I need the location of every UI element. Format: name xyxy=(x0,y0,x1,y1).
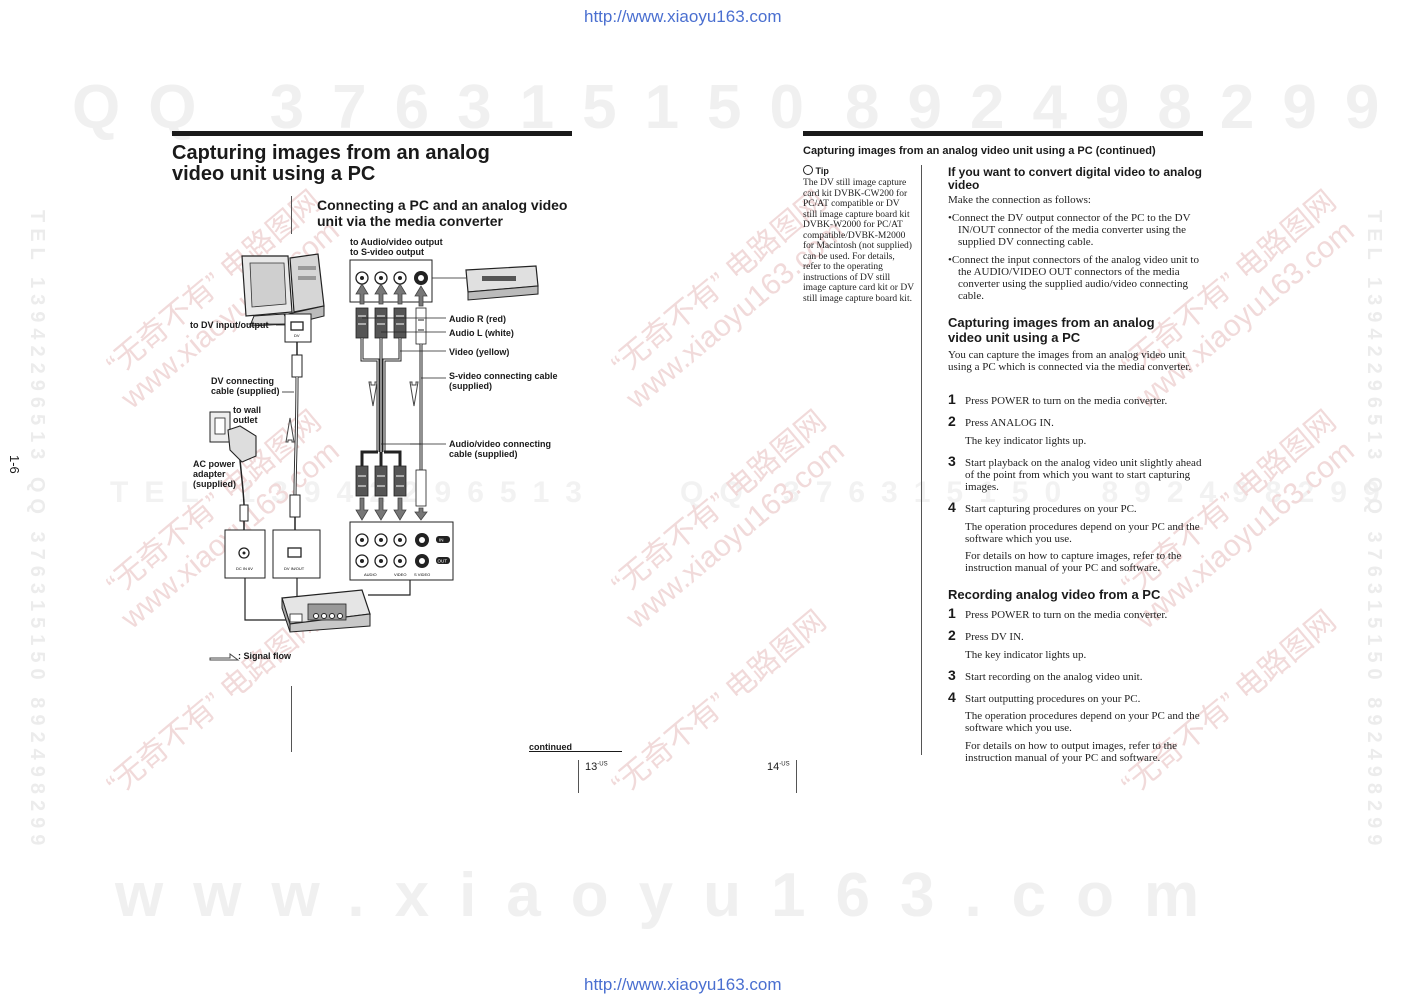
page-13-rule xyxy=(578,760,579,793)
column-divider-bottom xyxy=(291,686,292,752)
capture-step-3-number: 3 xyxy=(948,453,956,469)
record-step-1-number: 1 xyxy=(948,605,956,621)
dv-port-label: DV xyxy=(294,333,300,338)
label-av-output: to Audio/video output to S-video output xyxy=(350,237,443,257)
running-header: Capturing images from an analog video un… xyxy=(803,145,1156,157)
watermark-www-bottom: www.xiaoyu163.com xyxy=(115,861,1230,930)
watermark-qq-right: 892498299 xyxy=(845,73,1404,142)
pc-computer-icon xyxy=(241,253,325,327)
record-step-3-number: 3 xyxy=(948,667,956,683)
tip-heading: Tip xyxy=(803,165,829,176)
section-record-title: Recording analog video from a PC xyxy=(948,587,1161,602)
audio-jack-label: AUDIO xyxy=(364,572,377,577)
media-converter-icon xyxy=(281,589,371,633)
page-title: Capturing images from an analog video un… xyxy=(172,142,490,185)
section-subtitle: Connecting a PC and an analog video unit… xyxy=(317,197,568,229)
watermark-side-right: TEL 13942296513 QQ 376315150 892498299 xyxy=(1363,210,1385,852)
label-audio-l: Audio L (white) xyxy=(449,328,514,338)
watermark-url-top: http://www.xiaoyu163.com xyxy=(584,7,782,26)
label-audio-r: Audio R (red) xyxy=(449,314,506,324)
section-convert-title: If you want to convert digital video to … xyxy=(948,165,1203,192)
section-capture-title: Capturing images from an analog video un… xyxy=(948,315,1155,345)
watermark-qq-middle: QQ 376315150 892498299 xyxy=(680,476,1396,509)
record-step-1-text: Press POWER to turn on the media convert… xyxy=(965,609,1168,621)
label-ac-adapter: AC power adapter (supplied) xyxy=(193,459,236,489)
capture-step-1-text: Press POWER to turn on the media convert… xyxy=(965,395,1168,407)
record-step-3-text: Start recording on the analog video unit… xyxy=(965,671,1143,683)
video-jack-label: VIDEO xyxy=(394,572,406,577)
record-step-2-text: Press DV IN. xyxy=(965,631,1024,643)
in-tag: IN xyxy=(439,538,444,543)
page-14-rule xyxy=(796,760,797,793)
capture-step-2-note: The key indicator lights up. xyxy=(965,435,1087,447)
watermark-side-left: TEL 13942296513 QQ 376315150 892498299 xyxy=(26,210,48,852)
record-step-4-text: Start outputting procedures on your PC. xyxy=(965,693,1141,705)
section-convert-intro: Make the connection as follows: xyxy=(948,194,1091,206)
label-wall-outlet: to wall outlet xyxy=(233,405,262,425)
capture-step-2-text: Press ANALOG IN. xyxy=(965,417,1054,429)
capture-step-4-note-2: For details on how to capture images, re… xyxy=(965,550,1182,574)
record-step-2-note: The key indicator lights up. xyxy=(965,649,1087,661)
tip-body: The DV still image capture card kit DVBK… xyxy=(803,178,914,304)
capture-step-4-number: 4 xyxy=(948,499,956,515)
capture-step-3-text: Start playback on the analog video unit … xyxy=(965,457,1202,493)
ac-adapter-icon xyxy=(227,425,257,530)
watermark-url-bottom: http://www.xiaoyu163.com xyxy=(584,975,782,994)
record-step-2-number: 2 xyxy=(948,627,956,643)
label-to-dv: to DV input/output xyxy=(190,320,269,330)
continued-rule xyxy=(529,751,622,752)
record-step-4-note-2: For details on how to output images, ref… xyxy=(965,740,1178,764)
label-dv-cable: DV connecting cable (supplied) xyxy=(211,376,280,396)
right-column-divider xyxy=(921,165,922,755)
svideo-jack-label: S VIDEO xyxy=(414,572,430,577)
connection-diagram: DV DC IN 6V DV IN/OUT xyxy=(209,253,539,661)
out-tag: OUT xyxy=(438,559,448,564)
label-video: Video (yellow) xyxy=(449,347,510,357)
watermark-tel-middle: TEL 13942296513 xyxy=(110,476,598,509)
capture-step-2-number: 2 xyxy=(948,413,956,429)
left-title-rule xyxy=(172,131,572,136)
section-capture-intro: You can capture the images from an analo… xyxy=(948,349,1192,373)
section-convert-bullet-1: •Connect the DV output connector of the … xyxy=(948,212,1191,248)
label-signal-flow: : Signal flow xyxy=(238,651,291,661)
label-av-cable: Audio/video connecting cable (supplied) xyxy=(449,439,552,459)
record-step-4-number: 4 xyxy=(948,689,956,705)
section-convert-bullet-2: •Connect the input connectors of the ana… xyxy=(948,254,1199,302)
watermark-qq-left: QQ 376315150 xyxy=(72,73,833,142)
dcin-label: DC IN 6V xyxy=(236,566,253,571)
page-number-14: 14-US xyxy=(767,761,790,773)
dvinout-label: DV IN/OUT xyxy=(284,566,305,571)
record-step-4-note: The operation procedures depend on your … xyxy=(965,710,1200,734)
vcr-icon xyxy=(432,265,539,301)
side-page-number: 1-6 xyxy=(7,455,22,474)
right-title-rule xyxy=(803,131,1203,136)
lightbulb-icon xyxy=(803,165,813,175)
continued-label: continued xyxy=(529,742,572,752)
page-number-13: 13-US xyxy=(585,761,608,773)
wall-outlet-icon xyxy=(209,411,231,443)
capture-step-1-number: 1 xyxy=(948,391,956,407)
capture-step-4-text: Start capturing procedures on your PC. xyxy=(965,503,1137,515)
label-svideo-cable: S-video connecting cable (supplied) xyxy=(449,371,558,391)
column-divider-top xyxy=(291,196,292,234)
capture-step-4-note: The operation procedures depend on your … xyxy=(965,521,1200,545)
